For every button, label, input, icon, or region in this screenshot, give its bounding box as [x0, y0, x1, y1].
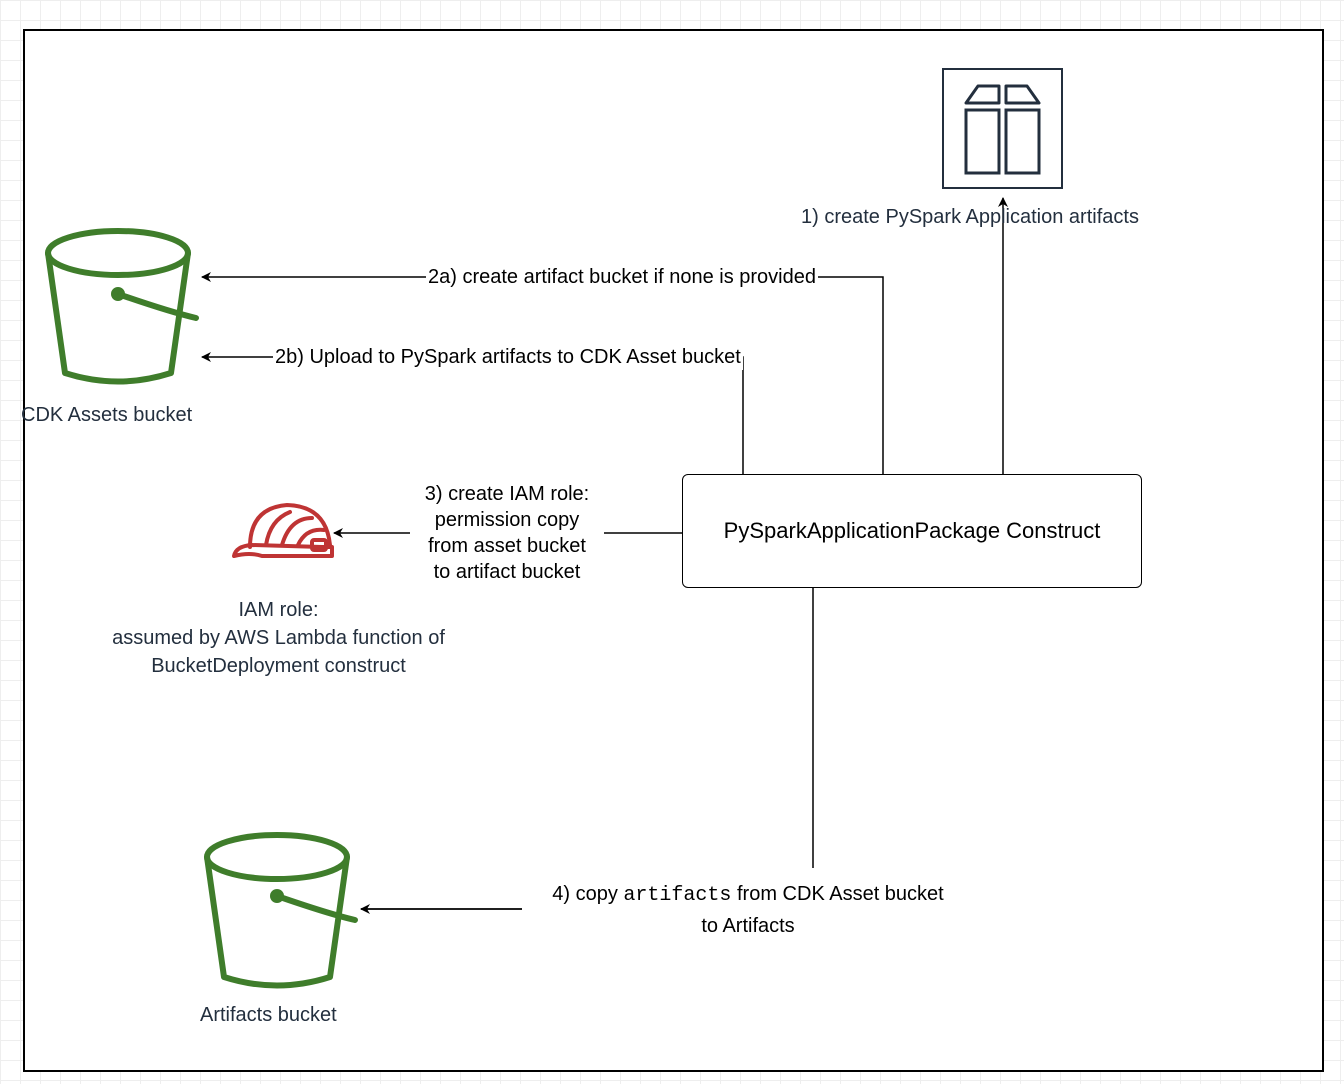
iam-role-label: IAM role: assumed by AWS Lambda function… [60, 596, 497, 680]
edge-label-step-3-line4: to artifact bucket [433, 561, 581, 583]
construct-label: PySparkApplicationPackage Construct [723, 518, 1101, 543]
edge-label-step-4-code: artifacts [623, 884, 732, 907]
artifacts-bucket-label: Artifacts bucket [200, 1004, 337, 1026]
cdk-assets-bucket-label: CDK Assets bucket [21, 404, 193, 426]
iam-role-label-line3: BucketDeployment construct [151, 655, 406, 677]
edge-step-2b [201, 352, 744, 474]
edge-label-step-4-line2: to Artifacts [701, 915, 795, 937]
edge-label-step-4-prefix: 4) copy [552, 883, 624, 905]
artifacts-bucket-icon [204, 832, 358, 989]
edge-step-2a [201, 272, 884, 474]
edge-label-step-3-line3: from asset bucket [428, 535, 586, 557]
package-icon [942, 68, 1063, 189]
pyspark-application-package-construct: PySparkApplicationPackage Construct [682, 474, 1142, 588]
iam-role-helmet-icon [232, 503, 334, 558]
edge-label-step-4-line1: 4) copy artifacts from CDK Asset bucket [524, 879, 972, 911]
cdk-assets-bucket-icon [45, 228, 199, 385]
edge-label-step-4-suffix: from CDK Asset bucket [731, 883, 944, 905]
edge-label-step-2b: 2b) Upload to PySpark artifacts to CDK A… [273, 344, 743, 370]
iam-role-label-line1: IAM role: [238, 599, 319, 621]
edge-label-step-3-line2: permission copy [434, 509, 580, 531]
edge-label-step-4: 4) copy artifacts from CDK Asset bucket … [522, 879, 974, 941]
iam-role-label-line2: assumed by AWS Lambda function of [112, 627, 445, 649]
edge-label-step-2a: 2a) create artifact bucket if none is pr… [426, 264, 818, 290]
package-label: 1) create PySpark Application artifacts [801, 206, 1139, 228]
edge-label-step-3: 3) create IAM role: permission copy from… [410, 481, 604, 585]
edge-label-step-3-line1: 3) create IAM role: [424, 483, 590, 505]
